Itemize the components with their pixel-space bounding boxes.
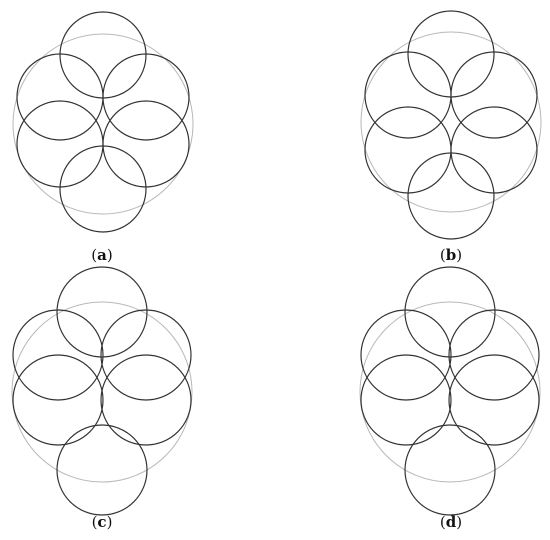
panel-b bbox=[360, 10, 542, 240]
small-circle-a-4 bbox=[16, 100, 104, 188]
caption-b-letter: b bbox=[445, 246, 457, 264]
small-circle-b-3 bbox=[450, 51, 538, 139]
panel-c bbox=[11, 266, 193, 516]
small-circle-a-3 bbox=[102, 53, 190, 141]
caption-c-letter: c bbox=[97, 513, 107, 531]
small-circle-c-6 bbox=[56, 424, 148, 516]
small-circle-c-2 bbox=[12, 309, 104, 401]
caption-a-letter: a bbox=[97, 246, 107, 264]
outer-circle-d bbox=[359, 301, 541, 483]
caption-d-letter: d bbox=[445, 513, 457, 531]
small-circle-b-4 bbox=[364, 106, 452, 194]
small-circle-d-4 bbox=[360, 354, 452, 446]
panels-layer bbox=[11, 10, 542, 516]
small-circle-b-5 bbox=[450, 106, 538, 194]
small-circle-d-1 bbox=[404, 266, 496, 358]
outer-circle-b bbox=[360, 31, 542, 213]
small-circle-b-6 bbox=[407, 152, 495, 240]
small-circle-d-3 bbox=[448, 309, 540, 401]
small-circle-a-5 bbox=[102, 100, 190, 188]
small-circle-c-5 bbox=[100, 354, 192, 446]
caption-d: (d) bbox=[439, 513, 463, 531]
small-circle-c-3 bbox=[100, 309, 192, 401]
small-circle-c-4 bbox=[12, 354, 104, 446]
small-circle-d-5 bbox=[448, 354, 540, 446]
small-circle-c-1 bbox=[56, 266, 148, 358]
panel-a bbox=[12, 11, 194, 233]
caption-b: (b) bbox=[439, 246, 463, 264]
small-circle-d-2 bbox=[360, 309, 452, 401]
caption-a: (a) bbox=[91, 246, 113, 264]
small-circle-d-6 bbox=[404, 424, 496, 516]
outer-circle-a bbox=[12, 33, 194, 215]
small-circle-a-6 bbox=[59, 145, 147, 233]
panel-d bbox=[359, 266, 541, 516]
outer-circle-c bbox=[11, 301, 193, 483]
small-circle-a-1 bbox=[59, 11, 147, 99]
small-circle-a-2 bbox=[16, 53, 104, 141]
caption-c: (c) bbox=[91, 513, 113, 531]
